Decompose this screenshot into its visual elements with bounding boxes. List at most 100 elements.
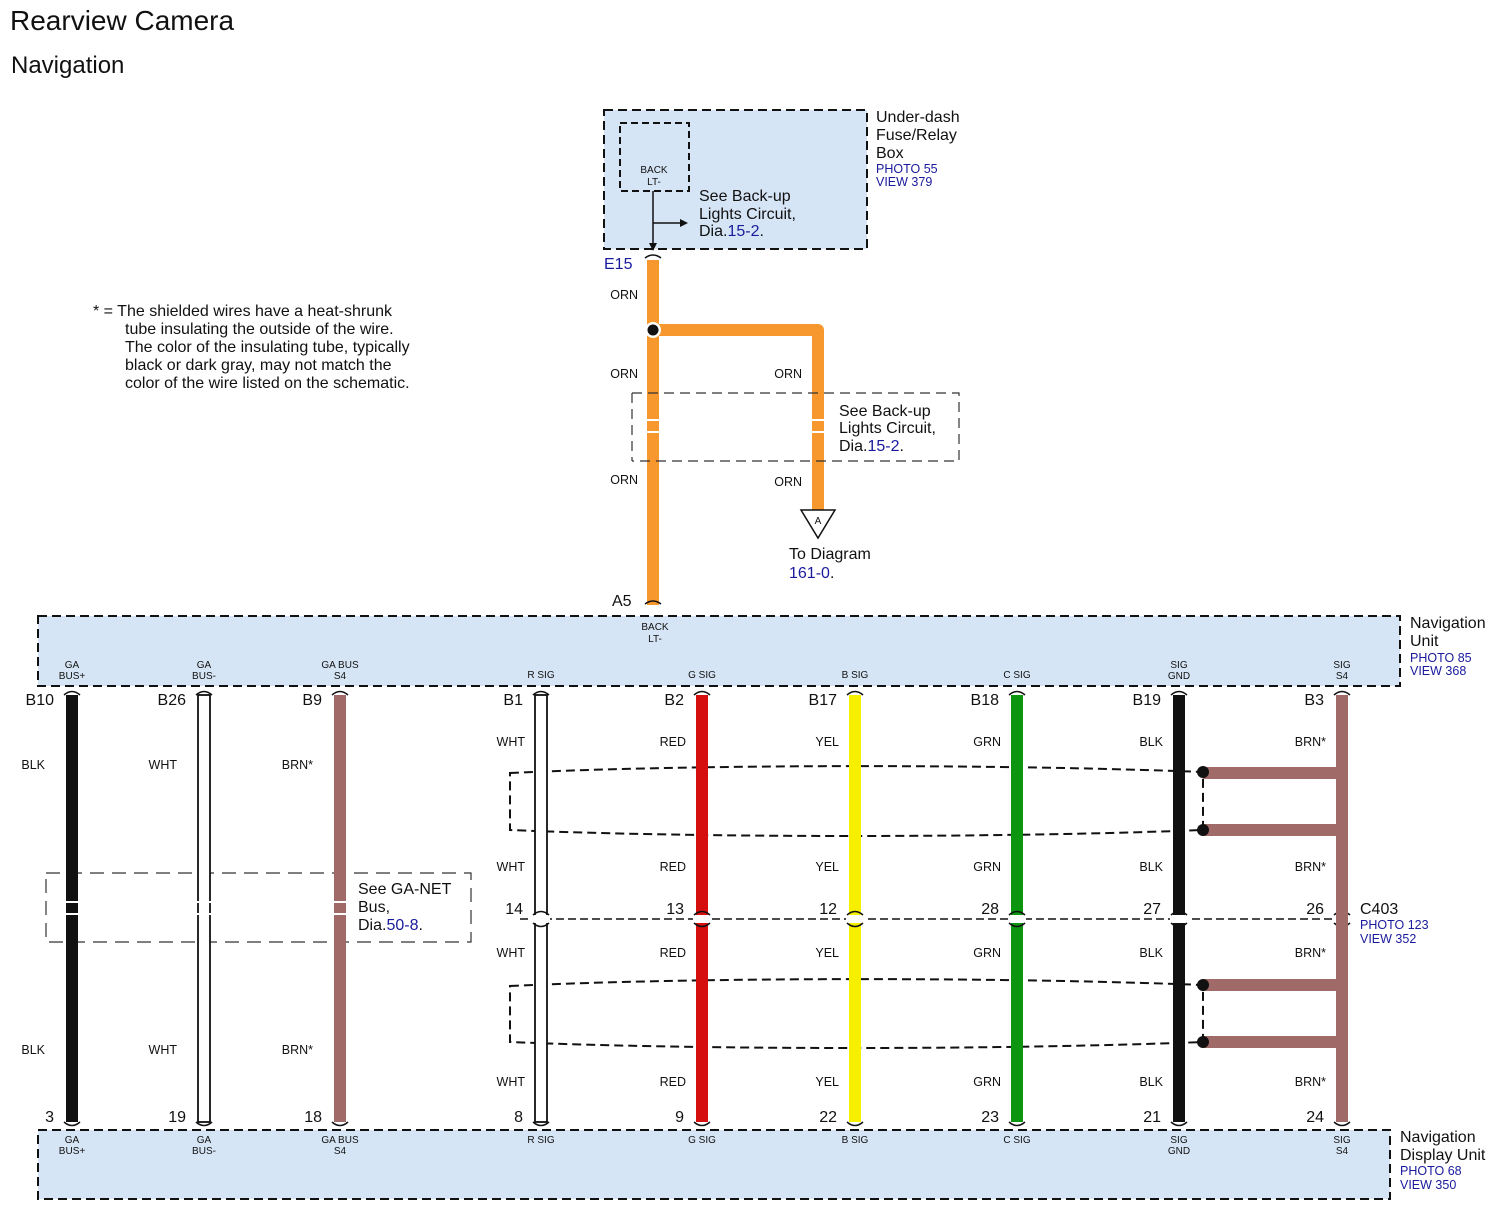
dia-link[interactable]: 15-2 [727,223,759,240]
terminal-mark [1170,910,1188,916]
terminal-label: GND [1168,671,1190,682]
c403-pin-number: 14 [505,901,523,918]
view-link[interactable]: VIEW 350 [1400,1178,1456,1192]
terminal-label: GA [65,1135,80,1146]
note-line: The color of the insulating tube, typica… [125,339,410,356]
to-diagram-dia: 161-0. [789,565,834,582]
shield-loops [509,765,1350,1049]
wire-b26 [197,694,211,1123]
shield-splices [1197,766,1209,1048]
terminal-label: GA BUS [321,660,359,671]
reference-line: Lights Circuit, [839,420,936,437]
fuse-box-name: Fuse/Relay [876,127,957,144]
wire-color-label: BRN* [1295,860,1326,874]
photo-link[interactable]: PHOTO 85 [1410,651,1472,665]
terminal-mark [1333,1121,1351,1127]
terminal-label: SIG [1170,1135,1187,1146]
wire-color-label: YEL [815,1075,839,1089]
terminal-label: R SIG [527,1135,554,1146]
pin-number: 3 [45,1109,54,1126]
display-unit-name: Navigation [1400,1129,1476,1146]
view-link[interactable]: VIEW 368 [1410,664,1466,678]
terminal-mark [195,1121,213,1127]
connector-c403: C403 PHOTO 123 VIEW 352 [1360,901,1429,946]
dia-link[interactable]: 161 [789,565,816,582]
splice-point [647,324,659,336]
note-line: color of the wire listed on the schemati… [125,375,410,392]
terminal-mark [532,690,550,696]
terminal-mark [644,600,662,605]
terminal-label: S4 [1336,671,1349,682]
c403-pin-number: 12 [819,901,837,918]
display-unit-outline [37,1129,1391,1200]
pin-number: 8 [514,1109,523,1126]
arrow-down-icon [649,243,657,251]
pin-number: B18 [971,692,1000,709]
nav-unit-name: Unit [1410,633,1439,650]
wire-color-label: BRN* [282,1043,313,1057]
terminal-label: GA BUS [321,1135,359,1146]
wire-color-label: ORN [610,473,638,487]
terminal-mark [532,910,550,916]
wire-color-label: WHT [497,860,526,874]
connector-gap [693,915,711,923]
wire-color-label: BLK [1139,860,1163,874]
wire-color-label: ORN [610,367,638,381]
to-diagram-marker: A To Diagram 161-0. [789,509,871,582]
wire-color-label: GRN [973,735,1001,749]
shield-drains [1203,695,1348,1122]
nav-unit-name: Navigation [1410,615,1486,632]
c403-pin-number: 13 [666,901,684,918]
wire-b9 [334,695,346,1122]
note-line: * = The shielded wires have a heat-shrun… [93,303,393,320]
wire-b18 [1011,695,1023,1122]
pin-number: 22 [819,1109,837,1126]
terminal-label: BUS- [192,671,216,682]
fuse-ref-dia: Dia.15-2. [699,223,764,240]
c403-pin-number: 26 [1306,901,1324,918]
terminal-label: C SIG [1003,1135,1030,1146]
terminal-mark [331,1121,349,1127]
splice-point [1197,1036,1209,1048]
terminal-mark [195,690,213,696]
fuse-box-name: Box [876,145,904,162]
reference-line: See Back-up [839,403,931,420]
pin-number: B26 [158,692,187,709]
wire-color-label: BLK [1139,946,1163,960]
photo-link[interactable]: PHOTO 55 [876,162,938,176]
dia-link[interactable]: 50-8 [386,917,418,934]
wire-color-label: RED [660,946,686,960]
wire-b2 [696,695,708,1122]
terminal-mark [63,1121,81,1127]
terminal-label: SIG [1333,1135,1350,1146]
terminal-label: GA [197,1135,212,1146]
terminal-label: GA [65,660,80,671]
navigation-display-unit: Navigation Display Unit PHOTO 68 VIEW 35… [37,1129,1486,1200]
pin-number: B19 [1133,692,1162,709]
wire-color-label: WHT [149,758,178,772]
view-link[interactable]: VIEW 352 [1360,932,1416,946]
pin-number: B9 [302,692,322,709]
dia-link[interactable]: 15-2 [867,438,899,455]
photo-link[interactable]: PHOTO 123 [1360,918,1429,932]
photo-link[interactable]: PHOTO 68 [1400,1164,1462,1178]
terminal-mark [693,922,711,928]
display-unit-name: Display Unit [1400,1147,1486,1164]
wire-b10 [66,695,78,1122]
terminal-mark [331,690,349,696]
pin-e15: E15 [604,256,633,273]
terminal-mark [693,690,711,696]
pin-number: B2 [664,692,684,709]
terminal-label: GA [197,660,212,671]
ganet-dashed-box [45,872,472,943]
ganet-reference [45,872,472,943]
backup-lights-reference: See Back-up Lights Circuit, Dia.15-2. [631,392,960,462]
terminal-mark [846,910,864,916]
connector-gap [532,915,550,923]
wire-color-label: GRN [973,1075,1001,1089]
view-link[interactable]: VIEW 379 [876,175,932,189]
c403-pin-number: 27 [1143,901,1161,918]
terminal-mark [532,1121,550,1127]
wire-color-label: BLK [1139,1075,1163,1089]
